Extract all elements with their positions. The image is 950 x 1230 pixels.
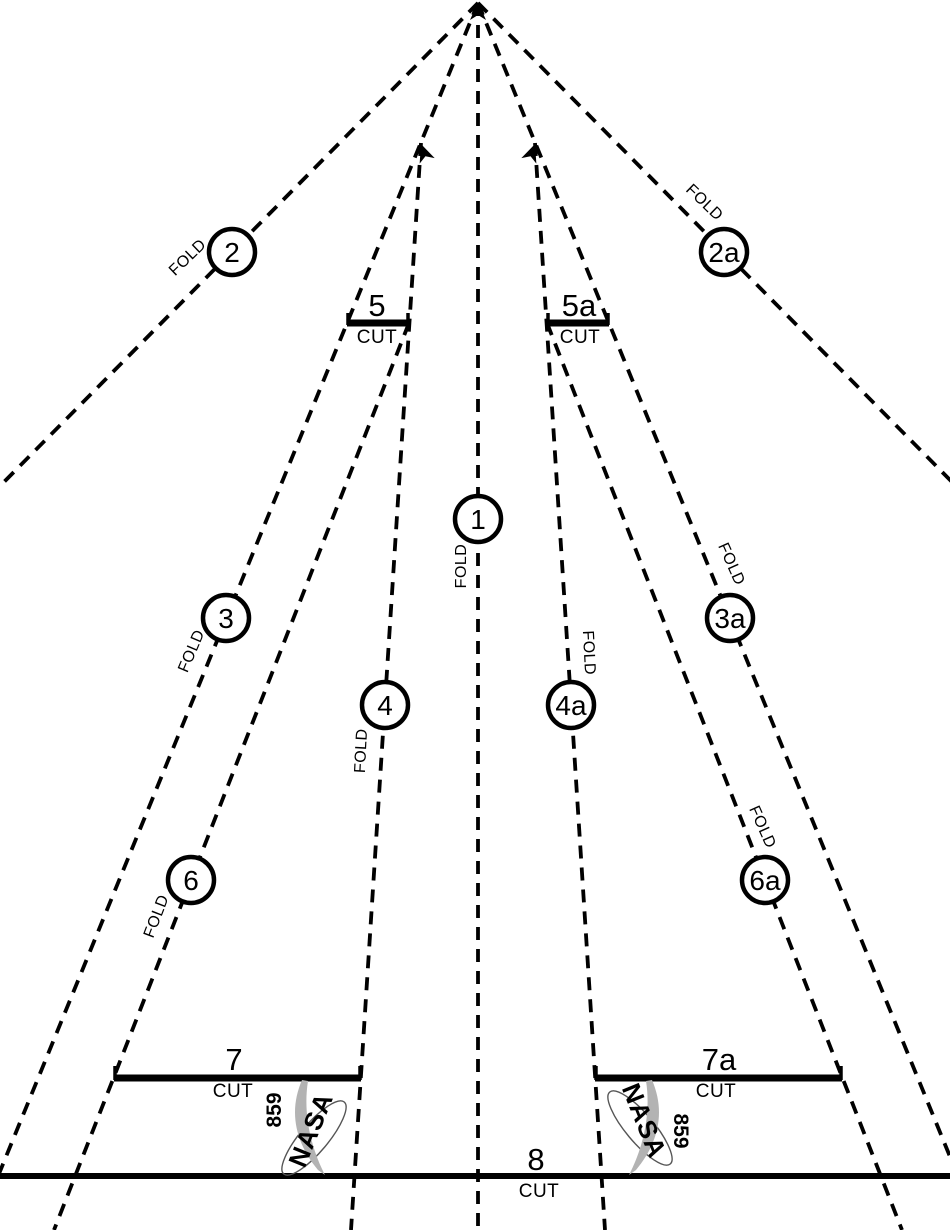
step-number-6a: 6a <box>749 865 781 896</box>
cut-label-5a: CUT <box>560 327 601 348</box>
fold-label-near-4a: FOLD <box>579 630 598 676</box>
step-number-1: 1 <box>470 504 486 535</box>
step-number-3a: 3a <box>714 603 746 634</box>
cut-label-5: CUT <box>357 327 398 348</box>
fold-line-left-through-6 <box>52 322 411 1230</box>
cut-number-8: 8 <box>527 1142 544 1177</box>
step-circle-3 <box>200 592 252 644</box>
nasa-wordmark: NASA <box>282 1088 339 1171</box>
left-line-4-arrow <box>419 144 435 164</box>
step-circle-1 <box>452 493 504 545</box>
swoosh-icon <box>629 1080 659 1175</box>
step-circle-4 <box>359 679 411 731</box>
step-circle-4a <box>545 679 597 731</box>
fold-label-near-3: FOLD <box>175 627 208 675</box>
step-markers-layer: 1 2 2a 3 3a 4 4a 6 6a <box>165 226 791 906</box>
fold-label-near-2: FOLD <box>166 236 210 279</box>
cut-label-7: CUT <box>213 1081 254 1102</box>
step-circle-2 <box>206 226 258 278</box>
fold-label-near-3a: FOLD <box>714 540 748 588</box>
step-circle-6 <box>165 854 217 906</box>
step-number-6: 6 <box>183 865 199 896</box>
step-number-2: 2 <box>224 237 240 268</box>
swoosh-icon <box>295 1080 325 1175</box>
cut-lines-layer <box>0 313 950 1179</box>
nasa-wordmark: NASA <box>616 1079 673 1162</box>
arrowheads-layer <box>419 2 537 164</box>
fold-label-near-6: FOLD <box>141 892 173 940</box>
step-number-4: 4 <box>377 690 393 721</box>
cut-number-7a: 7a <box>702 1042 737 1077</box>
cut-label-7a: CUT <box>696 1081 737 1102</box>
cut-number-7: 7 <box>225 1042 242 1077</box>
cut-number-5a: 5a <box>562 288 597 323</box>
step-number-3: 3 <box>218 603 234 634</box>
cut-number-5: 5 <box>368 288 385 323</box>
fold-label-near-2a: FOLD <box>682 181 726 224</box>
fold-line-right-through-6a <box>545 322 904 1230</box>
step-number-4a: 4a <box>555 690 587 721</box>
logo-number: 859 <box>263 1092 286 1127</box>
logo-number: 859 <box>669 1113 692 1148</box>
nasa-logo-left: NASA 859 <box>263 1080 347 1176</box>
right-line-4a-arrow <box>521 144 537 164</box>
step-circle-6a <box>739 854 791 906</box>
fold-label-near-4: FOLD <box>352 728 371 774</box>
apex-arrow <box>470 2 486 20</box>
nasa-logo-right: NASA 859 <box>607 1079 692 1175</box>
text-labels-layer: 5CUT5aCUT7CUT7aCUT8CUTFOLDFOLDFOLDFOLDFO… <box>141 181 779 1202</box>
cut-label-8: CUT <box>519 1181 560 1202</box>
step-number-2a: 2a <box>708 237 740 268</box>
step-circle-3a <box>704 592 756 644</box>
fold-label-near-1: FOLD <box>453 544 470 589</box>
step-circle-2a <box>698 226 750 278</box>
